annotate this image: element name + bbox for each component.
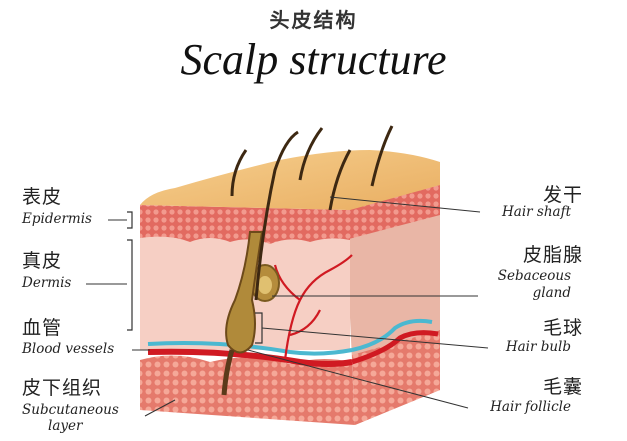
label-hair-shaft-cn: 发干: [542, 184, 583, 206]
side-artery: [351, 330, 439, 365]
hair-strand: [230, 149, 248, 197]
label-hair-bulb-cn: 毛球: [542, 317, 583, 339]
epidermis-layer: [140, 205, 350, 244]
label-blood-vessels-en: Blood vessels: [22, 341, 115, 357]
label-hair-bulb-en: Hair bulb: [505, 339, 571, 355]
subcutaneous-layer: [140, 355, 355, 425]
label-blood-vessels-cn: 血管: [22, 317, 63, 339]
label-subcutaneous-en: Subcutaneous: [22, 402, 119, 418]
label-sebaceous-en-line2: gland: [532, 285, 571, 301]
scalp-surface: [140, 150, 440, 210]
label-hair-follicle-en: Hair follicle: [490, 399, 571, 415]
hair-follicle: [225, 231, 264, 354]
epidermis-bracket: [127, 211, 133, 229]
hair-shaft-leader: [329, 196, 481, 213]
title-english: Scalp structure: [180, 35, 447, 84]
label-subcutaneous-en-line2: layer: [48, 418, 83, 434]
dermis-bracket: [127, 239, 133, 331]
label-sebaceous-cn: 皮脂腺: [522, 244, 583, 266]
hair-follicle-leader: [247, 349, 469, 409]
label-epidermis-cn: 表皮: [22, 186, 63, 208]
subcutaneous-leader: [144, 399, 176, 417]
label-hair-follicle-cn: 毛囊: [542, 376, 583, 398]
capillaries: [273, 254, 353, 361]
hair-strand: [298, 127, 324, 181]
label-hair-shaft-en: Hair shaft: [502, 204, 571, 220]
side-epidermis: [345, 185, 440, 240]
label-epidermis-en: Epidermis: [22, 211, 92, 227]
hair-strand: [370, 125, 394, 187]
label-sebaceous-en: Sebaceous: [497, 268, 571, 284]
hair-shaft-main: [254, 130, 299, 301]
label-subcutaneous-cn: 皮下组织: [22, 377, 103, 399]
side-vein: [351, 318, 433, 352]
label-dermis-en: Dermis: [22, 275, 72, 291]
hair-strand: [328, 149, 352, 211]
hair-bulb-leader: [261, 327, 489, 349]
title-chinese: 头皮结构: [269, 8, 358, 32]
vein: [147, 341, 353, 356]
hair-root: [221, 349, 235, 396]
label-dermis-cn: 真皮: [22, 250, 63, 272]
